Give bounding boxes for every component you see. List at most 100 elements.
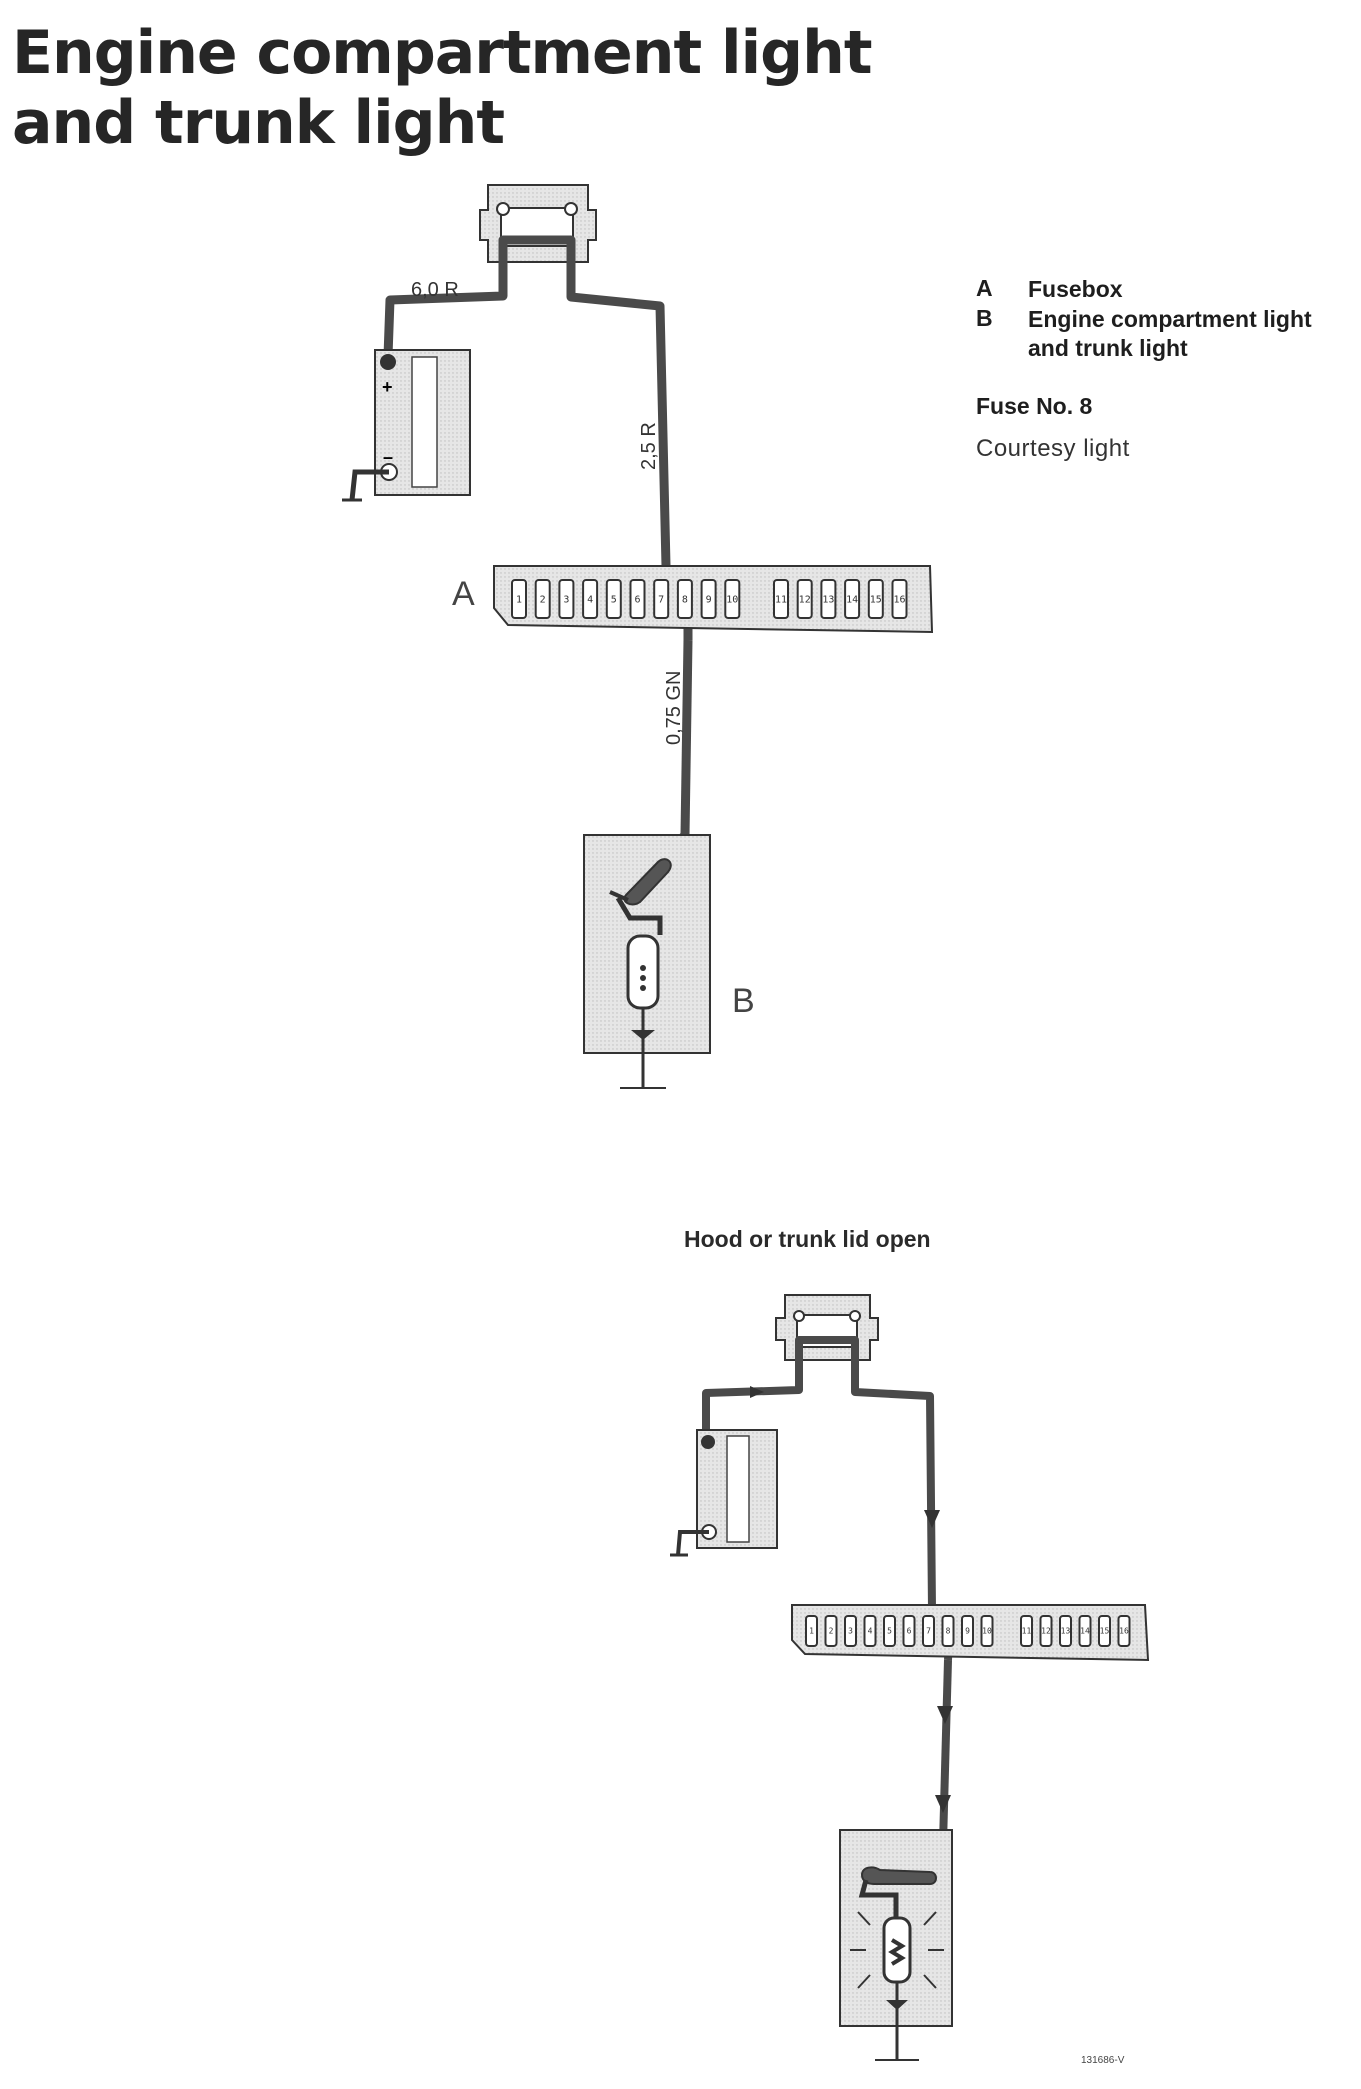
fuse-slot bbox=[558, 579, 575, 619]
lower-diagram-heading: Hood or trunk lid open bbox=[684, 1226, 931, 1252]
flow-arrow-icon bbox=[935, 1795, 951, 1813]
fuse-number: 5 bbox=[611, 594, 617, 605]
fuse-slot bbox=[724, 579, 741, 619]
fuse-slot bbox=[605, 579, 622, 619]
fuse-slot bbox=[1078, 1615, 1092, 1647]
fuse-slot bbox=[824, 1615, 838, 1647]
fuse-number-label: Fuse No. 8 bbox=[976, 393, 1093, 419]
fuse-slot bbox=[844, 579, 861, 619]
fuse-slot bbox=[863, 1615, 877, 1647]
fuse-number: 16 bbox=[893, 594, 905, 605]
fuse-slot bbox=[796, 579, 813, 619]
legend-key-a: A bbox=[976, 275, 993, 301]
fuse-number: 3 bbox=[848, 1627, 853, 1636]
fuse-number: 7 bbox=[926, 1627, 931, 1636]
supply-wiring bbox=[383, 235, 696, 864]
door-switch-icon-lower bbox=[858, 1866, 937, 1920]
fuse-slot bbox=[844, 1615, 857, 1647]
fuse-slot bbox=[653, 579, 670, 619]
fuse-slot bbox=[534, 579, 551, 619]
fuse-number: 2 bbox=[540, 594, 546, 605]
fuse-slot bbox=[511, 579, 527, 619]
image-code: 131686-V bbox=[1081, 2055, 1125, 2066]
fuse-number: 5 bbox=[887, 1627, 892, 1636]
fuse-number: 14 bbox=[846, 594, 858, 605]
battery-wire-label: 6,0 R bbox=[411, 279, 459, 301]
fuse-number: 1 bbox=[809, 1627, 814, 1636]
fuse-number: 10 bbox=[982, 1627, 992, 1636]
fuse-slot bbox=[805, 1615, 818, 1647]
fuse-number: 12 bbox=[1041, 1627, 1051, 1636]
fuse-number: 14 bbox=[1080, 1627, 1090, 1636]
door-switch-icon bbox=[609, 858, 672, 935]
fuse-slot bbox=[1039, 1615, 1053, 1647]
fuse-slot bbox=[676, 579, 693, 619]
fuse-number: 13 bbox=[822, 594, 834, 605]
lamp-wire-label: 0,75 GN bbox=[663, 671, 685, 745]
lamp-label-b: B bbox=[732, 982, 755, 1020]
fuse-number: 11 bbox=[1022, 1627, 1032, 1636]
fuse-slot bbox=[582, 579, 599, 619]
fuse-slot bbox=[883, 1615, 896, 1647]
legend: A Fusebox B Engine compartment light and… bbox=[976, 275, 1356, 462]
fuse-slot bbox=[941, 1615, 955, 1647]
flow-arrow-icon bbox=[924, 1510, 940, 1528]
fuse-slot bbox=[773, 579, 789, 619]
legend-label-a: Fusebox bbox=[1028, 276, 1123, 302]
legend-key-b: B bbox=[976, 305, 993, 331]
fuse-slot bbox=[700, 579, 717, 619]
fuse-number: 13 bbox=[1061, 1627, 1071, 1636]
fuse-slot bbox=[922, 1615, 935, 1647]
legend-label-b: Engine compartment light and trunk light bbox=[1028, 306, 1312, 361]
fuse-number: 9 bbox=[706, 594, 712, 605]
fuse-number: 4 bbox=[868, 1627, 873, 1636]
lit-bulb-icon bbox=[850, 1911, 944, 2061]
fuse-number: 1 bbox=[516, 594, 522, 605]
page-title: Engine compartment light and trunk light bbox=[12, 18, 873, 158]
fuse-number: 12 bbox=[799, 594, 811, 605]
fuse-number: 15 bbox=[870, 594, 882, 605]
fuse-number: 4 bbox=[587, 594, 593, 605]
relay-block-icon-lower bbox=[775, 1294, 879, 1361]
fuse-number: 7 bbox=[658, 594, 664, 605]
fuse-number: 6 bbox=[907, 1627, 912, 1636]
circuit-name: Courtesy light bbox=[976, 435, 1130, 462]
fuse-number: 9 bbox=[965, 1627, 970, 1636]
fuse-number: 2 bbox=[829, 1627, 834, 1636]
flow-arrow-icon bbox=[937, 1706, 953, 1724]
fusebox-label-a: A bbox=[452, 575, 475, 613]
fuse-slot bbox=[867, 579, 884, 619]
flow-arrow-icon bbox=[750, 1386, 764, 1398]
battery-icon-lower bbox=[670, 1429, 778, 1557]
fuse-slot bbox=[891, 579, 908, 619]
fuse-number: 11 bbox=[775, 594, 787, 605]
fuse-number: 3 bbox=[563, 594, 569, 605]
lamp-unit-lower bbox=[839, 1829, 953, 2061]
lamp-unit-b bbox=[583, 834, 711, 1089]
current-flow-arrows bbox=[750, 1386, 953, 1813]
bulb-icon bbox=[620, 934, 666, 1089]
fuse-slot bbox=[1020, 1615, 1033, 1647]
legend-item-b: B Engine compartment light and trunk lig… bbox=[976, 305, 1356, 361]
fuse-number: 6 bbox=[634, 594, 640, 605]
battery-minus-label: – bbox=[383, 447, 393, 467]
fuse-slot bbox=[820, 579, 837, 619]
relay-block-icon bbox=[479, 184, 597, 263]
fuse-number: 15 bbox=[1100, 1627, 1110, 1636]
fuse-slot bbox=[961, 1615, 974, 1647]
fuse-slot bbox=[902, 1615, 916, 1647]
fuse-slot bbox=[629, 579, 646, 619]
legend-item-a: A Fusebox bbox=[976, 275, 1356, 305]
fuse-number: 8 bbox=[946, 1627, 951, 1636]
fuse-slot bbox=[1117, 1615, 1131, 1647]
fuse-number: 8 bbox=[682, 594, 688, 605]
battery-plus-label: + bbox=[382, 377, 393, 397]
supply-wire-label: 2,5 R bbox=[638, 422, 660, 470]
fuse-slot bbox=[980, 1615, 994, 1647]
fuse-number: 16 bbox=[1119, 1627, 1129, 1636]
